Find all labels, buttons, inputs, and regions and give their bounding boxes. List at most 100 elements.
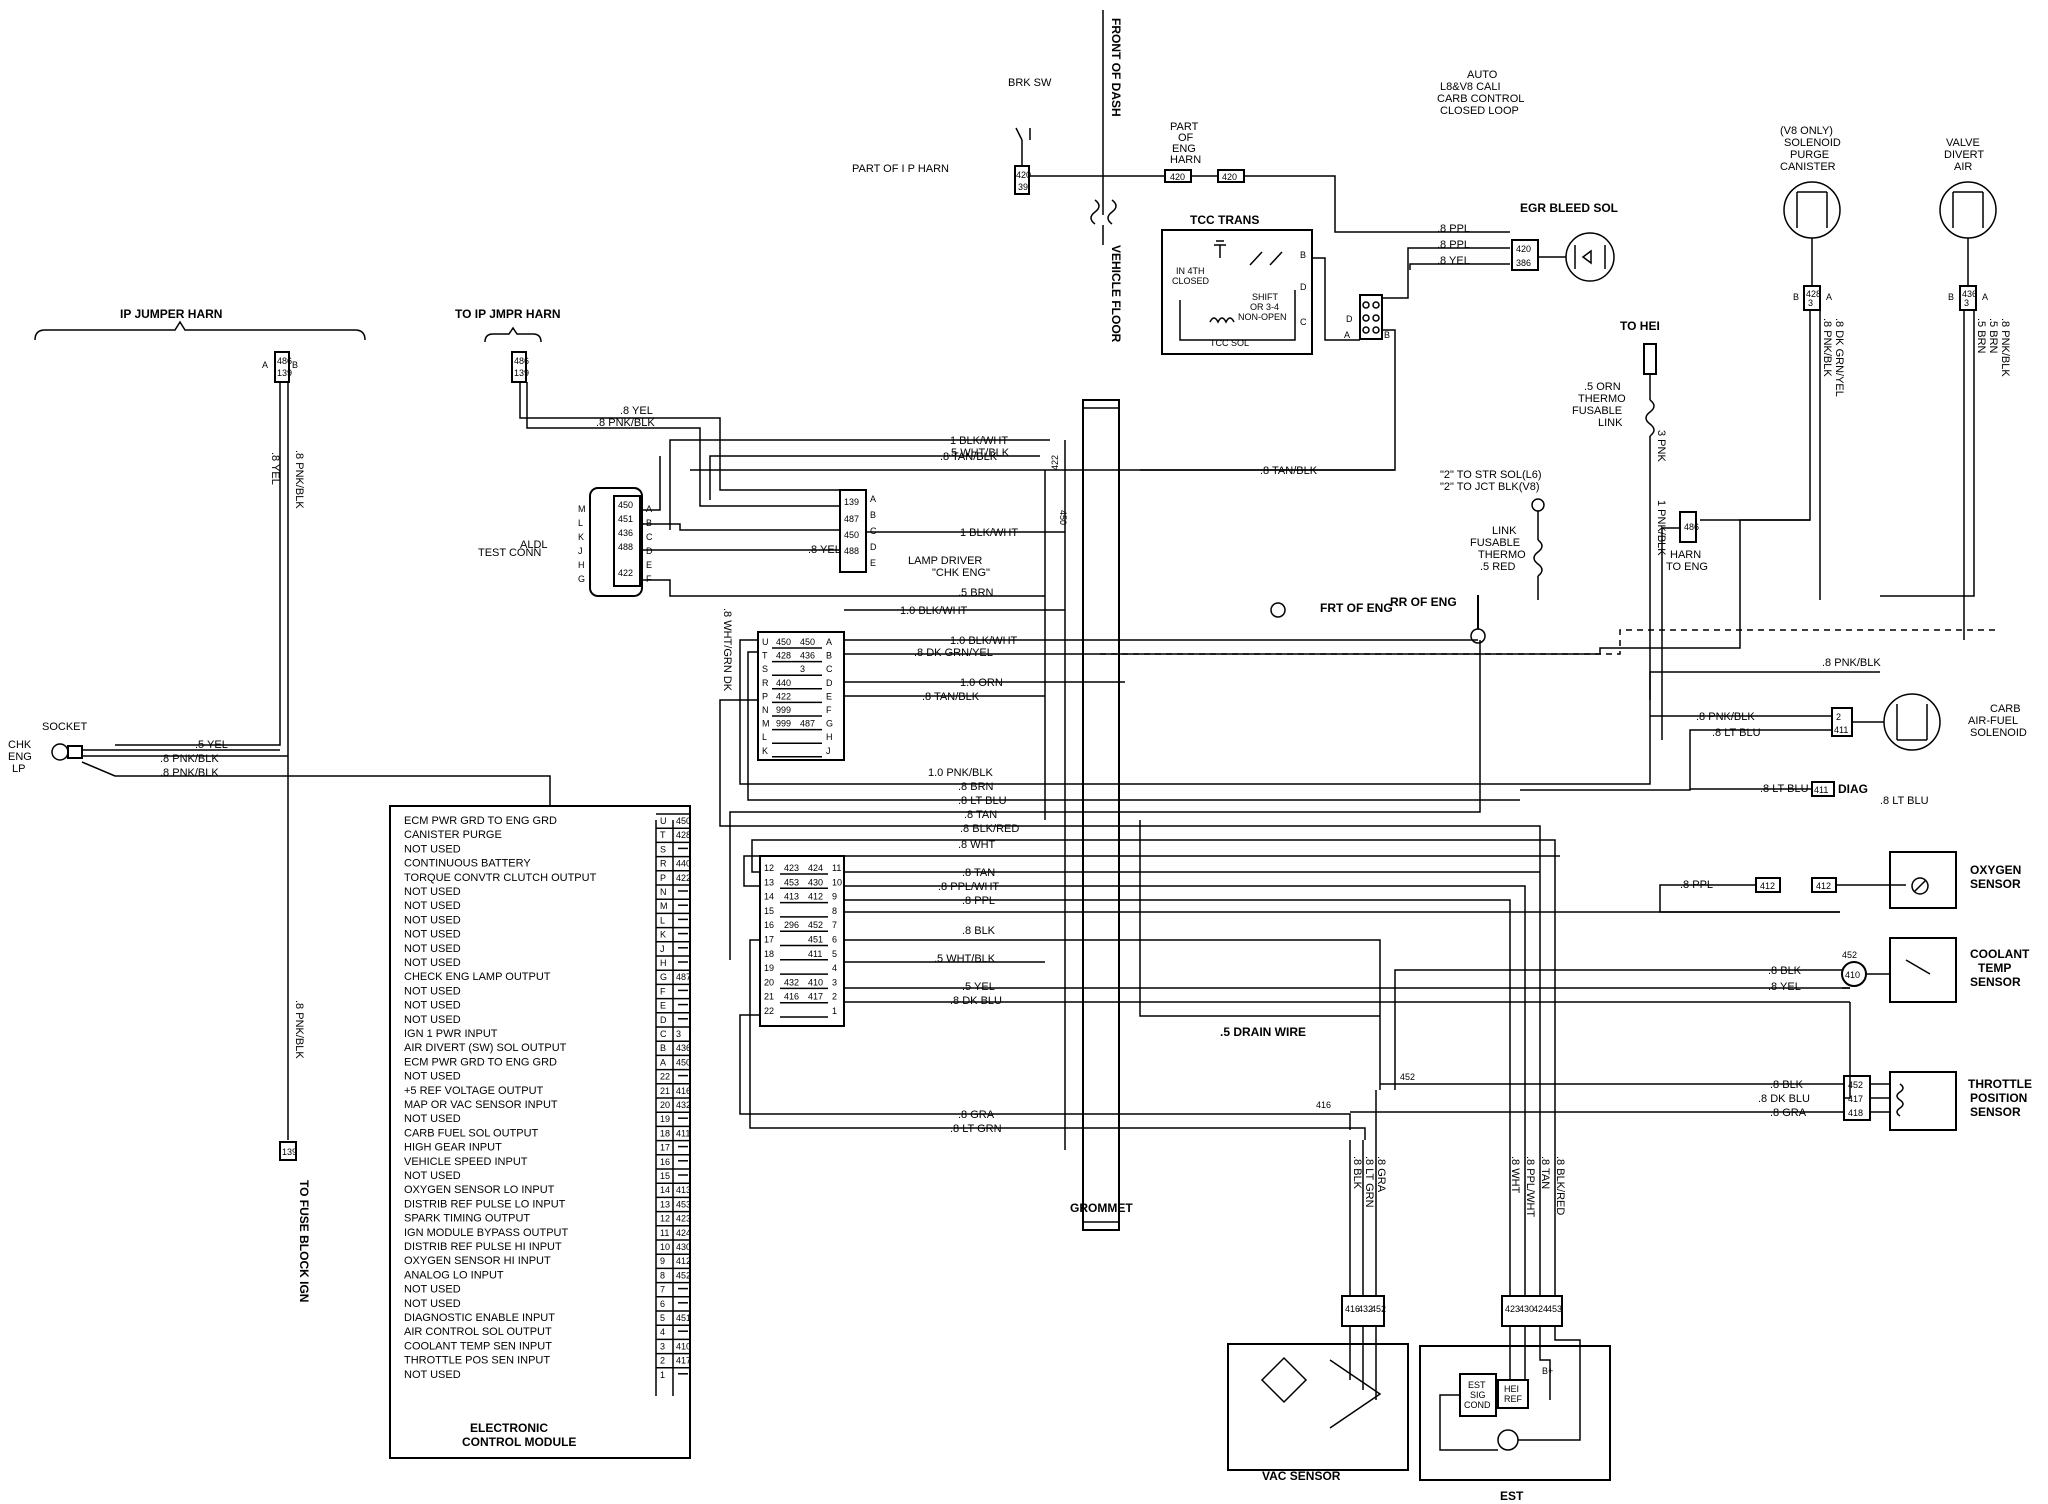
ecm-row-pin: A [660, 1057, 666, 1067]
ecm-right-pin-outer: S [762, 664, 768, 674]
ecm-right-pin-inner: D [826, 678, 833, 688]
ip-jumper-label: IP JUMPER HARN [120, 307, 222, 321]
ecm-left-pin-inner: 1 [832, 1006, 837, 1016]
svg-text:39: 39 [1018, 182, 1028, 192]
ecm-row-pin: 11 [660, 1228, 669, 1238]
ecm-row-pin: 1 [660, 1370, 665, 1380]
svg-text:486: 486 [277, 356, 292, 366]
ecm-row-pin: H [660, 958, 667, 968]
w-lt-grn-1: .8 LT GRN [950, 1123, 1002, 1135]
svg-text:A: A [646, 504, 652, 514]
ecm-left-pin-outer: 20 [764, 977, 774, 987]
svg-text:B: B [646, 518, 652, 528]
svg-text:430: 430 [1519, 1304, 1534, 1314]
ecm-right-pin-inner: H [826, 732, 833, 742]
w-gra-2: .8 GRA [1770, 1107, 1807, 1119]
ecm-left-pin-outer: 19 [764, 963, 774, 973]
w-pnk-1: 3 PNK [1655, 430, 1667, 462]
w-blk-wht-2: 1 BLK/WHT [960, 527, 1018, 539]
svg-text:AUTO: AUTO [1467, 69, 1498, 81]
svg-text:OF: OF [1178, 132, 1194, 144]
w-blk-wht-1: 1 BLK/WHT [950, 435, 1008, 447]
ecm-left-circuit: 423 [784, 863, 799, 873]
ecm-row-circuit: 452 [676, 1270, 691, 1280]
w-dk-grn-yel-2: .8 DK GRN/YEL [1833, 318, 1845, 397]
ecm-left-pin-outer: 16 [764, 920, 774, 930]
svg-text:CANISTER: CANISTER [1780, 161, 1836, 173]
ecm-row-function: CARB FUEL SOL OUTPUT [404, 1127, 539, 1139]
svg-text:411: 411 [1814, 785, 1828, 795]
svg-text:HEI: HEI [1504, 1384, 1519, 1394]
svg-text:HARN: HARN [1170, 154, 1201, 166]
svg-text:VALVE: VALVE [1946, 137, 1980, 149]
closed-loop-label: CLOSED LOOP [1440, 105, 1519, 117]
svg-text:THERMO: THERMO [1578, 393, 1626, 405]
svg-text:139: 139 [282, 1147, 297, 1157]
vac-sensor-bridge [1260, 1356, 1308, 1404]
tcc-trans-box [1161, 229, 1313, 355]
svg-text:DIVERT: DIVERT [1944, 149, 1984, 161]
ecm-row-function: MAP OR VAC SENSOR INPUT [404, 1099, 558, 1111]
svg-text:D: D [1300, 282, 1307, 292]
ecm-row-pin: 20 [660, 1100, 670, 1110]
svg-text:J: J [578, 546, 583, 556]
svg-text:TEMP: TEMP [1978, 961, 2011, 975]
ecm-row-function: CONTINUOUS BATTERY [404, 858, 531, 870]
w-pnk-blk-6: 1 PNK/BLK [1655, 500, 1667, 556]
tcc-sol-coil [1209, 317, 1235, 324]
svg-text:CLOSED: CLOSED [1172, 276, 1210, 286]
svg-text:"2" TO STR SOL(L6): "2" TO STR SOL(L6) [1440, 469, 1542, 481]
w-dk-grn-yel: .8 DK GRN/YEL [914, 647, 993, 659]
tcc-connector [1359, 294, 1383, 340]
hei-connector [1643, 343, 1657, 375]
ecm-right-pin-outer: U [762, 637, 769, 647]
svg-text:436: 436 [618, 528, 633, 538]
svg-text:PART: PART [1170, 121, 1199, 133]
ip-jumper-connector [274, 351, 290, 383]
ecm-row-function: NOT USED [404, 1014, 461, 1026]
ecm-row-function: SPARK TIMING OUTPUT [404, 1213, 530, 1225]
w-pnk-blk-8: .8 PNK/BLK [293, 450, 305, 509]
ecm-row-pin: U [660, 816, 667, 826]
w-pnk-blk-9: .8 PNK/BLK [293, 1000, 305, 1059]
ecm-row-function: NOT USED [404, 1369, 461, 1381]
ecm-right-pin-inner: A [826, 637, 832, 647]
w-blk-2: .8 BLK [1768, 965, 1802, 977]
ecm-row-pin: 7 [660, 1285, 665, 1295]
ecm-row-circuit: 450 [676, 1057, 691, 1067]
ecm-row-circuit: 424 [676, 1228, 691, 1238]
svg-text:G: G [578, 574, 585, 584]
vac-sensor-label: VAC SENSOR [1262, 1469, 1341, 1483]
ecm-row-pin: 9 [660, 1256, 665, 1266]
ecm-right-pin-outer: L [762, 732, 767, 742]
w-blk-4: .8 BLK [1351, 1156, 1363, 1190]
svg-text:TEST CONN: TEST CONN [478, 547, 541, 559]
ecm-right-circuit: 440 [776, 678, 791, 688]
front-of-dash-label: FRONT OF DASH [1109, 18, 1123, 117]
part-of-ip-harn-label: PART OF I P HARN [852, 163, 949, 175]
w-ppl-1: .8 PPL [962, 895, 995, 907]
svg-text:C: C [1300, 317, 1307, 327]
ecm-right-pin-outer: N [762, 705, 769, 715]
rr-of-eng-label: RR OF ENG [1390, 595, 1457, 609]
ecm-right-pin-inner: F [826, 705, 832, 715]
svg-text:B: B [292, 360, 298, 370]
svg-text:386: 386 [1516, 258, 1531, 268]
svg-text:ENG: ENG [8, 751, 32, 763]
chk-eng-lp-socket [51, 743, 69, 761]
ecm-row-function: IGN 1 PWR INPUT [404, 1028, 498, 1040]
ecm-left-pin-inner: 4 [832, 963, 837, 973]
ecm-left-circuit: 453 [784, 877, 799, 887]
ecm-left-pin-outer: 18 [764, 949, 774, 959]
svg-text:D: D [1346, 314, 1353, 324]
svg-text:450: 450 [844, 530, 859, 540]
chk-eng-lamp-driver [839, 489, 867, 573]
ecm-row-function: +5 REF VOLTAGE OUTPUT [404, 1085, 544, 1097]
ecm-right-pin-outer: T [762, 651, 768, 661]
ecm-row-function: CANISTER PURGE [404, 829, 502, 841]
ecm-row-pin: B [660, 1043, 666, 1053]
ecm-left-pin-inner: 8 [832, 906, 837, 916]
svg-text:FUSABLE: FUSABLE [1470, 537, 1520, 549]
ecm-row-function: CHECK ENG LAMP OUTPUT [404, 971, 551, 983]
